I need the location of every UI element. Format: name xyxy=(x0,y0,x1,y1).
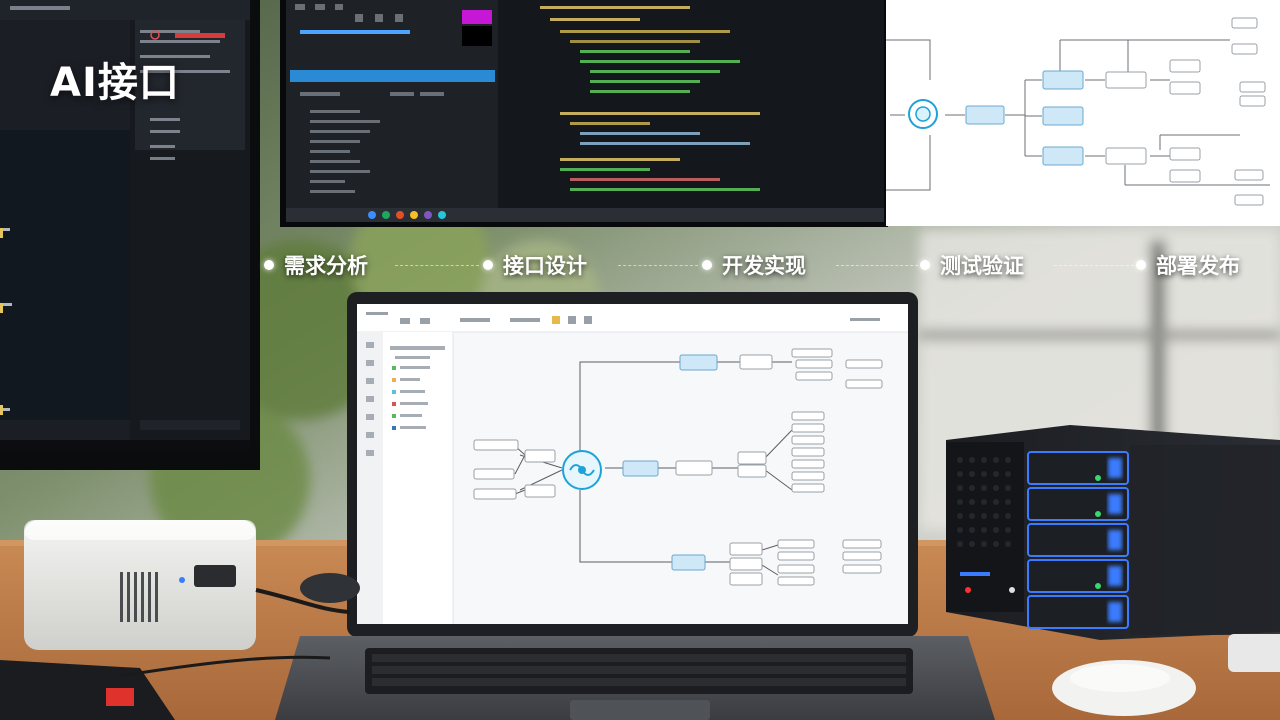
step-label: 测试验证 xyxy=(940,254,1024,278)
page-title: AI接口 xyxy=(50,60,180,106)
step-label: 需求分析 xyxy=(284,254,368,278)
step-label: 部署发布 xyxy=(1156,254,1240,278)
step-requirements: 需求分析 xyxy=(264,250,368,280)
step-dot xyxy=(702,260,712,270)
step-development: 开发实现 xyxy=(702,250,806,280)
laptop xyxy=(275,292,995,720)
step-interface-design: 接口设计 xyxy=(483,250,587,280)
step-label: 接口设计 xyxy=(503,254,587,278)
top-monitor xyxy=(280,0,888,227)
left-monitor xyxy=(0,0,260,470)
step-testing: 测试验证 xyxy=(920,250,1024,280)
mini-pc xyxy=(24,520,351,650)
step-label: 开发实现 xyxy=(722,254,806,278)
ai-brain-icon xyxy=(562,450,602,490)
step-dot xyxy=(1136,260,1146,270)
keyboard xyxy=(0,655,331,720)
step-dot xyxy=(264,260,274,270)
step-deployment: 部署发布 xyxy=(1136,250,1240,280)
step-dot xyxy=(920,260,930,270)
server-rack xyxy=(946,425,1280,640)
step-dot xyxy=(483,260,493,270)
top-right-diagram xyxy=(886,0,1280,226)
phone xyxy=(1228,634,1280,672)
